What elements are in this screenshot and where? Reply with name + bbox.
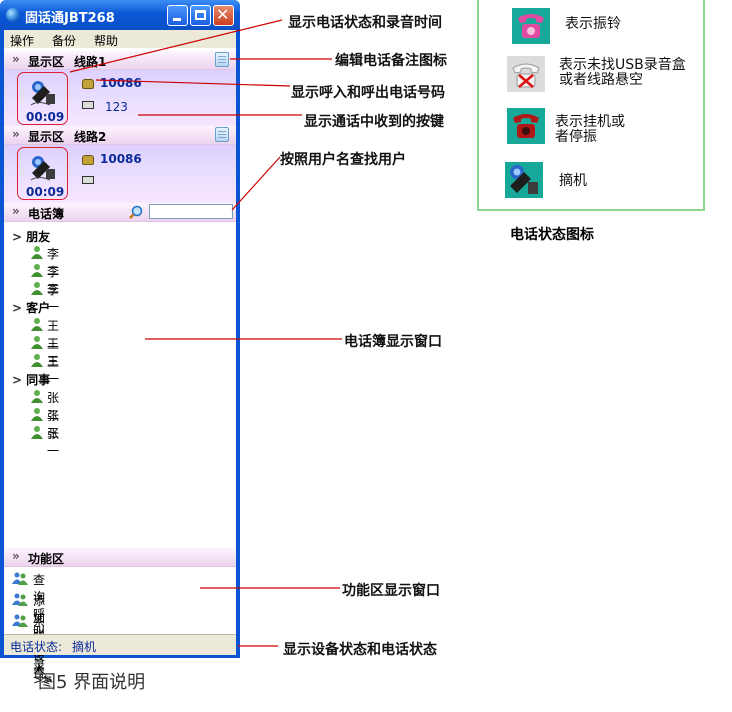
line-label: 线路2 <box>74 130 107 144</box>
search-icon[interactable] <box>129 205 143 219</box>
status-label: 电话状态: <box>10 640 63 654</box>
leader-line <box>231 156 281 211</box>
no-device-icon <box>507 56 545 92</box>
annotation-phonebook-window: 电话簿显示窗口 <box>344 334 442 350</box>
line2-panel: 00:09 10086 <box>4 145 236 203</box>
expand-chevron-icon: » <box>12 127 20 141</box>
legend-caption: 电话状态图标 <box>510 227 594 243</box>
expand-chevron-icon: » <box>12 549 20 563</box>
window-title: 固话通JBT268 <box>25 11 115 26</box>
figure-caption: 图5 界面说明 <box>38 672 146 693</box>
minimize-button[interactable] <box>167 5 188 26</box>
phonebook-header[interactable]: » 电话簿 <box>4 203 236 222</box>
line1-header[interactable]: » 显示区 线路1 <box>4 51 236 70</box>
off-hook-icon <box>505 162 543 198</box>
annotation-search: 按照用户名查找用户 <box>280 152 406 168</box>
annotation-device-status: 显示设备状态和电话状态 <box>283 642 437 658</box>
section-label: 显示区 <box>28 55 65 69</box>
ringing-phone-icon <box>512 8 550 44</box>
phone-number-icon <box>82 155 94 165</box>
close-button[interactable]: ✕ <box>213 5 234 26</box>
legend-no-device-text: 表示未找USB录音盒或者线路悬空 <box>559 57 686 88</box>
leader-line <box>69 19 283 73</box>
group-colleagues[interactable]: >同事 <box>12 373 51 387</box>
line1-panel: 00:09 10086 123 <box>4 70 236 128</box>
annotation-edit-note: 编辑电话备注图标 <box>335 53 447 69</box>
expand-chevron-icon: » <box>12 204 20 218</box>
user-icon <box>31 390 43 403</box>
chevron-right-icon: > <box>12 230 23 244</box>
phone-number: 10086 <box>100 152 142 166</box>
minimize-icon <box>173 18 181 21</box>
status-value: 摘机 <box>72 640 97 654</box>
menu-bar: 操作 备份 帮助 <box>4 30 236 48</box>
phone-status-box: 00:09 <box>17 72 68 125</box>
user-icon <box>31 264 43 277</box>
phonebook-label: 电话簿 <box>28 207 65 221</box>
legend-ringing-text: 表示振铃 <box>565 16 621 32</box>
leader-line <box>95 79 291 87</box>
title-bar[interactable]: 固话通JBT268 ✕ <box>0 0 240 30</box>
function-header[interactable]: » 功能区 <box>4 548 236 567</box>
legend-off-hook-text: 摘机 <box>559 173 587 189</box>
menu-backup[interactable]: 备份 <box>52 34 77 48</box>
chevron-right-icon: > <box>12 373 23 387</box>
phone-number: 10086 <box>100 76 142 90</box>
user-icon <box>31 354 43 367</box>
group-customers[interactable]: >客户 <box>12 301 51 315</box>
user-icon <box>31 336 43 349</box>
keypad-icon <box>82 101 94 109</box>
menu-help[interactable]: 帮助 <box>94 34 119 48</box>
expand-chevron-icon: » <box>12 52 20 66</box>
maximize-button[interactable] <box>190 5 211 26</box>
users-icon <box>12 614 28 627</box>
off-hook-icon <box>30 156 55 181</box>
menu-operate[interactable]: 操作 <box>10 34 35 48</box>
users-icon <box>12 572 28 585</box>
user-icon <box>31 318 43 331</box>
received-keys: 123 <box>105 100 128 114</box>
client-area: 操作 备份 帮助 » 显示区 线路1 00:09 <box>4 30 236 687</box>
user-icon <box>31 426 43 439</box>
annotation-numbers: 显示呼入和呼出电话号码 <box>291 85 445 101</box>
maximize-icon <box>195 10 206 20</box>
function-label: 功能区 <box>28 552 65 566</box>
call-timer: 00:09 <box>26 185 65 199</box>
status-icon-legend: 表示振铃 表示未找USB录音盒或者线路悬空 表示挂机或者停振 摘机 <box>477 0 705 211</box>
user-icon <box>31 282 43 295</box>
note-icon[interactable] <box>215 127 229 142</box>
hung-up-icon <box>507 108 545 144</box>
user-icon <box>31 246 43 259</box>
call-timer: 00:09 <box>26 110 65 124</box>
user-icon <box>31 408 43 421</box>
close-icon: ✕ <box>216 5 230 24</box>
off-hook-icon <box>30 81 55 106</box>
annotation-keys: 显示通话中收到的按键 <box>304 114 444 130</box>
keypad-icon <box>82 176 94 184</box>
annotation-status-time: 显示电话状态和录音时间 <box>288 15 442 31</box>
search-input[interactable] <box>149 204 233 219</box>
phone-number-icon <box>82 79 94 89</box>
legend-hung-up-text: 表示挂机或者停振 <box>555 114 625 145</box>
app-icon <box>6 8 20 22</box>
chevron-right-icon: > <box>12 301 23 315</box>
phone-status-box: 00:09 <box>17 147 68 200</box>
note-icon[interactable] <box>215 52 229 67</box>
line2-header[interactable]: » 显示区 线路2 <box>4 126 236 145</box>
group-friends[interactable]: >朋友 <box>12 230 51 244</box>
section-label: 显示区 <box>28 130 65 144</box>
annotation-function-window: 功能区显示窗口 <box>342 583 440 599</box>
users-icon <box>12 593 28 606</box>
status-bar: 电话状态: 摘机 <box>4 634 236 655</box>
app-window: 固话通JBT268 ✕ 操作 备份 帮助 » 显示区 线路1 <box>0 0 240 687</box>
